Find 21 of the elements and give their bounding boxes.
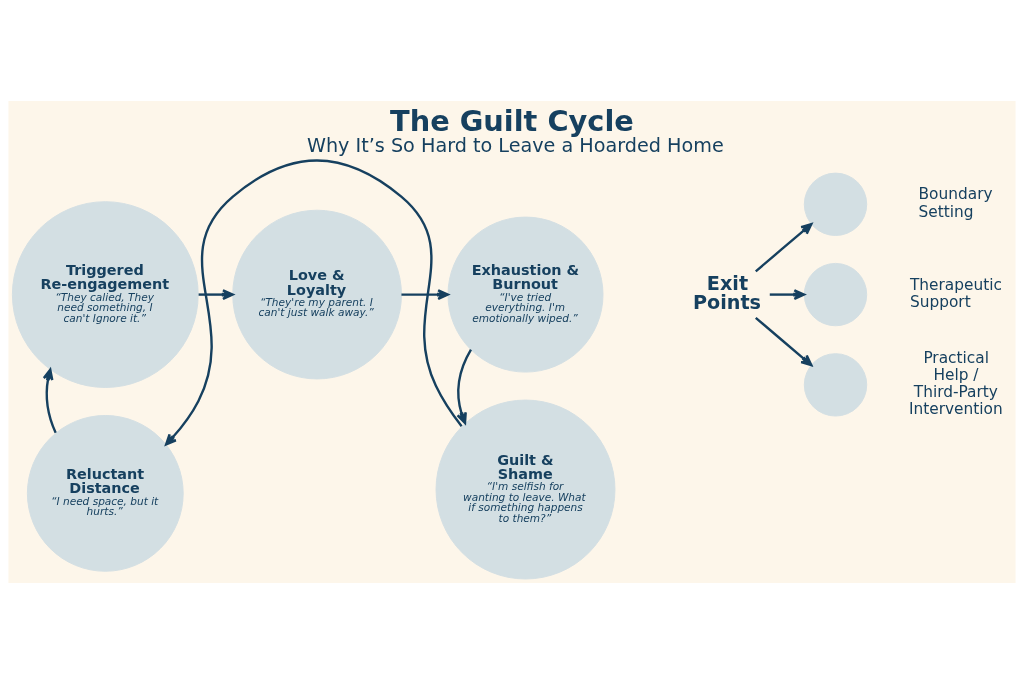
node-circle: Guilt & Shame “I'm selfish for wanting to leave. What if something happens to them?”	[435, 399, 616, 579]
node-label: Practical Help / Third-Party Intervention	[908, 348, 1003, 418]
node-circle	[803, 172, 868, 236]
arrow	[198, 288, 234, 300]
arrow	[456, 348, 472, 424]
node-circle: Triggered Re-engagement “They calied, They need something, I can't Ignore it.”	[11, 200, 199, 388]
node-text: Exit Points	[692, 271, 761, 314]
node-label: Boundary Setting	[918, 184, 993, 221]
node-circle	[803, 352, 868, 417]
arrow	[401, 288, 450, 300]
arrow	[42, 367, 57, 433]
node-circle: Reluctant Distance “I need space, but it hurts.”	[26, 414, 184, 572]
node-circle: Love & Loyalty “They're my parent. I can't just walk away.”	[232, 209, 402, 379]
node-circle: Exhaustion & Burnout “I've tried everything. I'm emotionally wiped.”	[447, 216, 604, 373]
arrow	[769, 288, 806, 300]
node-circle	[803, 262, 868, 326]
diagram-title: The Guilt Cycle	[390, 103, 634, 138]
arrow	[755, 316, 813, 366]
arrow	[164, 159, 463, 446]
node-label: Therapeutic Support	[909, 275, 1002, 311]
arrow	[755, 222, 813, 272]
